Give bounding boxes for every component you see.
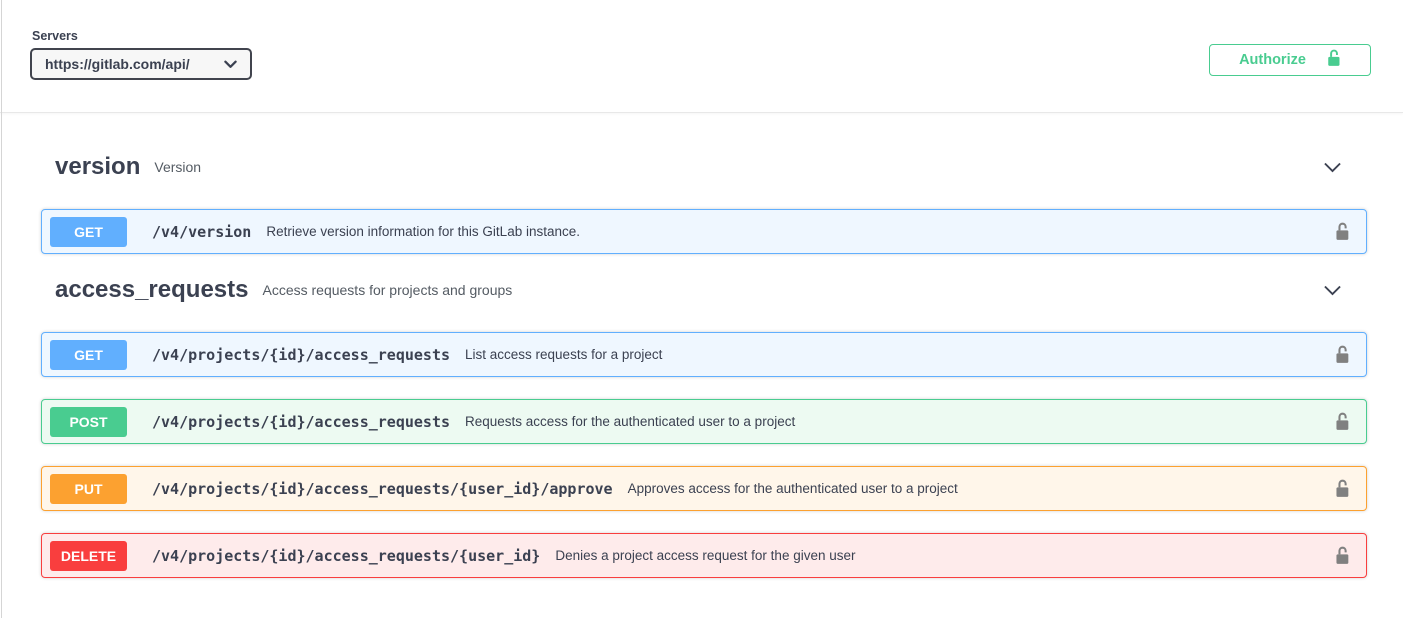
section-title: access_requests — [55, 276, 249, 303]
servers-group: Servers https://gitlab.com/api/ — [30, 29, 252, 80]
section-description: Access requests for projects and groups — [262, 282, 513, 298]
authorization-lock-button[interactable] — [1330, 341, 1354, 368]
servers-label: Servers — [32, 29, 78, 43]
operation-row-delete-access-request[interactable]: DELETE /v4/projects/{id}/access_requests… — [41, 533, 1367, 578]
method-badge: GET — [50, 339, 127, 370]
section-header-access-requests[interactable]: access_requests Access requests for proj… — [41, 276, 1367, 304]
authorize-label: Authorize — [1239, 52, 1306, 68]
method-badge: GET — [50, 216, 127, 247]
section-title: version — [55, 153, 141, 180]
collapse-section-button[interactable] — [1320, 278, 1345, 303]
section-description: Version — [154, 159, 202, 175]
unlock-icon — [1334, 412, 1350, 434]
operation-path: /v4/projects/{id}/access_requests — [152, 412, 451, 431]
operation-path: /v4/version — [152, 222, 252, 241]
operation-path: /v4/projects/{id}/access_requests/{user_… — [152, 479, 613, 498]
unlock-icon — [1326, 49, 1341, 71]
authorization-lock-button[interactable] — [1330, 408, 1354, 435]
chevron-down-icon — [224, 56, 237, 72]
window-left-border — [1, 0, 2, 618]
operation-row-put-approve-access-request[interactable]: PUT /v4/projects/{id}/access_requests/{u… — [41, 466, 1367, 511]
operation-path: /v4/projects/{id}/access_requests/{user_… — [152, 546, 541, 565]
operation-summary: Requests access for the authenticated us… — [465, 414, 796, 429]
operation-path: /v4/projects/{id}/access_requests — [152, 345, 451, 364]
operation-row-post-access-requests[interactable]: POST /v4/projects/{id}/access_requests R… — [41, 399, 1367, 444]
authorization-lock-button[interactable] — [1330, 218, 1354, 245]
method-badge: PUT — [50, 473, 127, 504]
unlock-icon — [1334, 345, 1350, 367]
unlock-icon — [1334, 546, 1350, 568]
api-operations-list: version Version GET /v4/version Retrieve… — [0, 153, 1403, 578]
chevron-down-icon — [1322, 162, 1343, 181]
section-header-version[interactable]: version Version — [41, 153, 1367, 181]
server-url-value: https://gitlab.com/api/ — [45, 56, 190, 72]
authorization-lock-button[interactable] — [1330, 475, 1354, 502]
authorize-button[interactable]: Authorize — [1209, 44, 1371, 76]
operation-row-get-access-requests[interactable]: GET /v4/projects/{id}/access_requests Li… — [41, 332, 1367, 377]
operation-summary: List access requests for a project — [465, 347, 663, 362]
server-select[interactable]: https://gitlab.com/api/ — [30, 48, 252, 80]
unlock-icon — [1334, 479, 1350, 501]
operation-summary: Approves access for the authenticated us… — [627, 481, 958, 496]
unlock-icon — [1334, 222, 1350, 244]
method-badge: DELETE — [50, 540, 127, 571]
method-badge: POST — [50, 406, 127, 437]
authorization-lock-button[interactable] — [1330, 542, 1354, 569]
servers-bar: Servers https://gitlab.com/api/ Authoriz… — [0, 0, 1403, 113]
chevron-down-icon — [1322, 285, 1343, 304]
operation-summary: Denies a project access request for the … — [555, 548, 856, 563]
collapse-section-button[interactable] — [1320, 155, 1345, 180]
operation-row-get-version[interactable]: GET /v4/version Retrieve version informa… — [41, 209, 1367, 254]
operation-summary: Retrieve version information for this Gi… — [266, 224, 580, 239]
